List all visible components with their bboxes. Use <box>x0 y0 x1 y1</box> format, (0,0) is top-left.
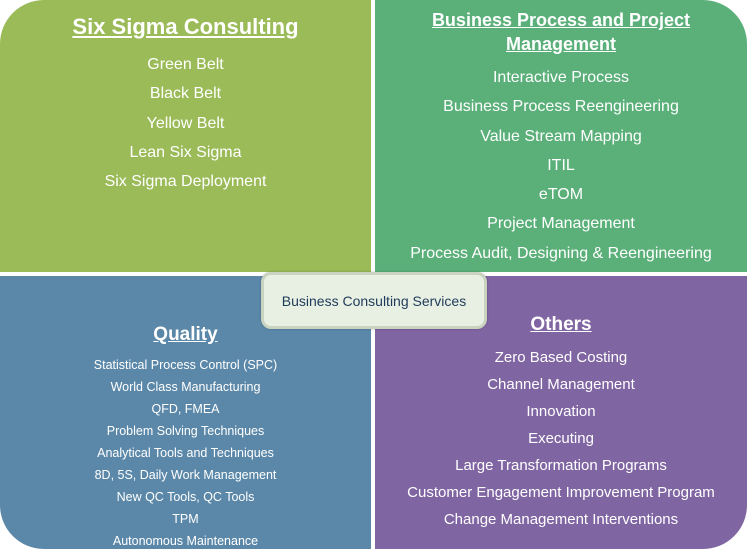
list-item: Lean Six Sigma <box>129 143 242 161</box>
list-item: World Class Manufacturing <box>110 380 261 394</box>
list-item: Problem Solving Techniques <box>106 424 265 438</box>
list-item: Executing <box>528 430 594 447</box>
list-item: Innovation <box>526 403 596 420</box>
list-item: Autonomous Maintenance <box>112 534 259 548</box>
list-item: TPM <box>172 512 199 526</box>
list-item: Change Management Interventions <box>443 511 679 528</box>
quality-list: Statistical Process Control (SPC) World C… <box>0 354 371 552</box>
list-item: Analytical Tools and Techniques <box>97 446 274 460</box>
list-item: Channel Management <box>487 376 635 393</box>
center-label: Business Consulting Services <box>281 292 467 309</box>
list-item: Yellow Belt <box>146 114 225 132</box>
list-item: New QC Tools, QC Tools <box>116 490 255 504</box>
list-item: Zero Based Costing <box>494 349 628 366</box>
list-item: ITIL <box>547 156 575 174</box>
list-item: Value Stream Mapping <box>480 127 642 145</box>
list-item: Six Sigma Deployment <box>104 173 267 191</box>
list-item: Green Belt <box>147 56 224 73</box>
quality-title: Quality <box>153 324 218 345</box>
others-title: Others <box>530 314 592 335</box>
list-item: QFD, FMEA <box>151 402 220 416</box>
list-item: 8D, 5S, Daily Work Management <box>94 468 277 482</box>
center-label-box: Business Consulting Services <box>261 272 487 329</box>
bpm-title: Business Process and Project Management <box>431 10 691 54</box>
list-item: Business Process Reengineering <box>443 98 679 116</box>
list-item: Project Management <box>487 215 635 233</box>
list-item: Large Transformation Programs <box>455 457 667 474</box>
list-item: Customer Engagement Improvement Program <box>407 484 715 501</box>
list-item: Interactive Process <box>492 69 630 86</box>
bpm-quadrant: Business Process and Project Management … <box>375 0 747 272</box>
list-item: Process Audit, Designing & Reengineering <box>410 244 712 262</box>
list-item: Statistical Process Control (SPC) <box>93 358 278 372</box>
list-item: eTOM <box>538 186 584 204</box>
six-sigma-title: Six Sigma Consulting <box>72 14 299 39</box>
list-item: Black Belt <box>149 85 222 103</box>
